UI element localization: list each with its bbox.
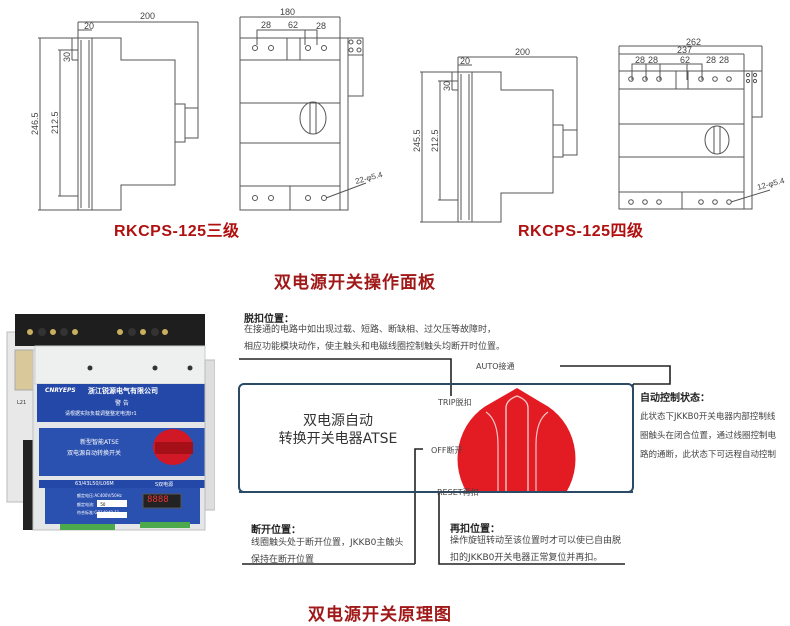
dim-label: 30	[62, 52, 72, 62]
side-module-label: L21	[17, 400, 27, 406]
auto-leader-line	[560, 365, 671, 385]
trip-note-title: 脱扣位置：	[244, 314, 294, 325]
company-name: 浙江锐源电气有限公司	[88, 387, 158, 395]
dim-label: 28	[635, 55, 645, 65]
dim-label: 180	[280, 7, 295, 17]
brand-logo: CNRYEPS	[45, 387, 76, 394]
dim-label: 245.5	[412, 129, 422, 152]
panel-caption: 双电源自动 转换开关电器ATSE	[268, 412, 408, 448]
model-code: 63/43L50/L06M	[75, 481, 114, 487]
three-pole-title: RKCPS-125三级	[114, 223, 240, 240]
reset-note-body: 操作旋钮转动至该位置时才可以使已自由脱 扣的JKKB0开关电器正常复位并再扣。	[450, 536, 622, 563]
position-off: OFF断开	[431, 446, 463, 455]
hole-spec: 12-φ5.4	[756, 176, 786, 192]
three-pole-front-view	[239, 16, 367, 211]
trip-note-body: 在接通的电路中如出现过载、短路、断缺相、过欠压等故障时， 相应功能模块动作，使主…	[244, 325, 506, 352]
dim-label: 212.5	[430, 129, 440, 152]
panel-caption-line1: 双电源自动	[303, 413, 373, 429]
selector-knob	[457, 388, 576, 521]
hole-spec: 22-φ5.4	[354, 170, 384, 186]
dimension-drawings: 200 20 30 246.5 212.5 180 28 62 28 22-φ5…	[30, 7, 786, 223]
reset-note-title: 再扣位置：	[450, 524, 500, 535]
product-photo: CNRYEPS 浙江锐源电气有限公司 警 告 请根据实际负载调整整定电流Ir1 …	[5, 310, 216, 535]
off-note-title: 断开位置：	[251, 525, 301, 536]
dim-label: 237	[677, 45, 692, 55]
auto-note-title: 自动控制状态：	[640, 393, 710, 404]
operation-diagram	[230, 358, 790, 600]
dim-label: 62	[288, 20, 298, 30]
principle-diagram-title: 双电源开关原理图	[308, 605, 452, 625]
dim-label: 246.5	[30, 112, 40, 135]
auto-note-body: 此状态下JKKB0开关电器内部控制线 圈触头在闭合位置，通过线圈控制电 路的通断…	[640, 412, 777, 460]
dim-label: 200	[140, 11, 155, 21]
rated-current: 额定电流:50	[77, 502, 106, 507]
dim-label: 262	[686, 37, 701, 47]
digital-display: 8888	[147, 495, 169, 505]
dim-label: 62	[680, 55, 690, 65]
four-pole-side-view	[420, 56, 578, 223]
dual-power-label: S双电源	[155, 482, 174, 488]
dim-label: 28	[316, 21, 326, 31]
panel-caption-line2: 转换开关电器ATSE	[278, 431, 398, 447]
dim-label: 20	[84, 21, 94, 31]
warning-label: 警 告	[115, 400, 129, 407]
dim-label: 28	[706, 55, 716, 65]
position-auto: AUTO接通	[476, 362, 515, 371]
dim-label: 28	[648, 55, 658, 65]
trip-leader-line	[239, 358, 452, 396]
rated-voltage: 额定电压:AC400V/50Hz	[77, 493, 122, 498]
product-line1: 新型智能ATSE	[80, 439, 119, 446]
standard: 符合标准:GB14048.11	[77, 510, 120, 515]
dim-label: 28	[261, 20, 271, 30]
four-pole-title: RKCPS-125四级	[518, 223, 644, 240]
product-line2: 双电源自动转换开关	[67, 450, 122, 457]
four-pole-front-view	[618, 45, 771, 210]
position-reset: RESET再扣	[437, 488, 479, 497]
warning-text: 请根据实际负载调整整定电流Ir1	[65, 411, 137, 417]
dim-label: 20	[460, 56, 470, 66]
dim-label: 30	[442, 81, 452, 91]
position-trip: TRIP脱扣	[438, 398, 472, 407]
dim-label: 28	[719, 55, 729, 65]
dim-label: 200	[515, 47, 530, 57]
operation-panel-title: 双电源开关操作面板	[274, 273, 436, 293]
dim-label: 212.5	[50, 111, 60, 134]
three-pole-side-view	[38, 21, 199, 211]
off-note-body: 线圈触头处于断开位置，JKKB0主触头 保持在断开位置	[251, 538, 404, 565]
